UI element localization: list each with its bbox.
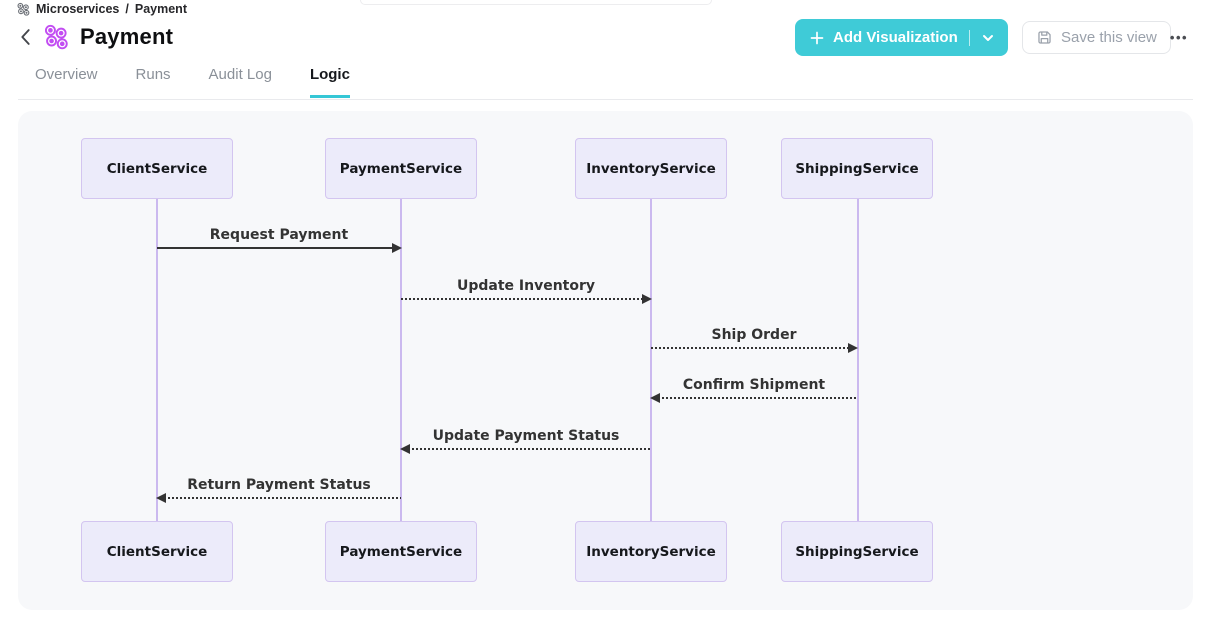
top-toolbar-artifact bbox=[360, 0, 712, 5]
message-label: Ship Order bbox=[711, 327, 797, 343]
breadcrumb-item-payment[interactable]: Payment bbox=[134, 2, 187, 16]
message-label: Return Payment Status bbox=[187, 477, 371, 493]
plus-icon bbox=[809, 30, 825, 46]
save-view-label: Save this view bbox=[1061, 29, 1157, 46]
sequence-diagram-panel: ClientService PaymentService InventorySe… bbox=[18, 111, 1193, 610]
tab-logic[interactable]: Logic bbox=[309, 66, 350, 98]
page-title: Payment bbox=[80, 23, 174, 49]
participant-box: PaymentService bbox=[325, 521, 477, 582]
message-confirm-shipment: Confirm Shipment bbox=[650, 368, 857, 403]
lifeline bbox=[156, 199, 158, 521]
arrowhead-icon bbox=[392, 243, 402, 253]
arrowhead-icon bbox=[642, 294, 652, 304]
participant-box: ShippingService bbox=[781, 138, 933, 199]
breadcrumb: Microservices / Payment bbox=[16, 2, 187, 16]
message-arrow bbox=[651, 347, 850, 349]
save-view-button[interactable]: Save this view bbox=[1022, 21, 1171, 54]
message-ship-order: Ship Order bbox=[651, 318, 858, 353]
arrowhead-icon bbox=[156, 493, 166, 503]
arrowhead-icon bbox=[848, 343, 858, 353]
add-visualization-button[interactable]: Add Visualization bbox=[795, 19, 1008, 56]
more-options-button[interactable]: ••• bbox=[1163, 25, 1195, 49]
tab-audit-log[interactable]: Audit Log bbox=[208, 66, 272, 83]
message-label: Request Payment bbox=[209, 227, 349, 243]
participant-box: ClientService bbox=[81, 138, 233, 199]
message-arrow bbox=[658, 397, 857, 399]
arrowhead-icon bbox=[650, 393, 660, 403]
tab-runs[interactable]: Runs bbox=[135, 66, 171, 83]
button-divider bbox=[968, 29, 970, 46]
microservices-cluster-icon bbox=[16, 2, 30, 16]
payment-app-icon bbox=[42, 23, 69, 50]
add-visualization-label: Add Visualization bbox=[833, 29, 958, 46]
message-label: Confirm Shipment bbox=[682, 377, 826, 393]
message-arrow bbox=[408, 448, 651, 450]
tab-bar: Overview Runs Audit Log Logic bbox=[35, 66, 350, 98]
participant-box: InventoryService bbox=[575, 521, 727, 582]
message-label: Update Payment Status bbox=[432, 428, 620, 444]
message-arrow bbox=[401, 298, 644, 300]
lifeline bbox=[400, 199, 402, 521]
participant-box: ShippingService bbox=[781, 521, 933, 582]
back-chevron-icon[interactable] bbox=[20, 28, 31, 46]
participant-box: ClientService bbox=[81, 521, 233, 582]
message-update-inventory: Update Inventory bbox=[401, 269, 652, 304]
save-floppy-icon bbox=[1036, 29, 1053, 46]
message-return-payment-status: Return Payment Status bbox=[156, 468, 401, 503]
breadcrumb-separator: / bbox=[125, 2, 129, 16]
lifeline bbox=[857, 199, 859, 521]
arrowhead-icon bbox=[400, 444, 410, 454]
message-request-payment: Request Payment bbox=[157, 218, 402, 253]
tabs-divider bbox=[18, 99, 1193, 100]
page-header: Payment bbox=[20, 23, 173, 50]
message-update-payment-status: Update Payment Status bbox=[400, 419, 651, 454]
message-arrow bbox=[157, 247, 394, 249]
lifeline bbox=[650, 199, 652, 521]
participant-box: PaymentService bbox=[325, 138, 477, 199]
participant-box: InventoryService bbox=[575, 138, 727, 199]
chevron-down-icon[interactable] bbox=[981, 31, 995, 45]
message-arrow bbox=[164, 497, 401, 499]
message-label: Update Inventory bbox=[456, 278, 596, 294]
tab-overview[interactable]: Overview bbox=[35, 66, 98, 83]
breadcrumb-item-microservices[interactable]: Microservices bbox=[36, 2, 120, 16]
